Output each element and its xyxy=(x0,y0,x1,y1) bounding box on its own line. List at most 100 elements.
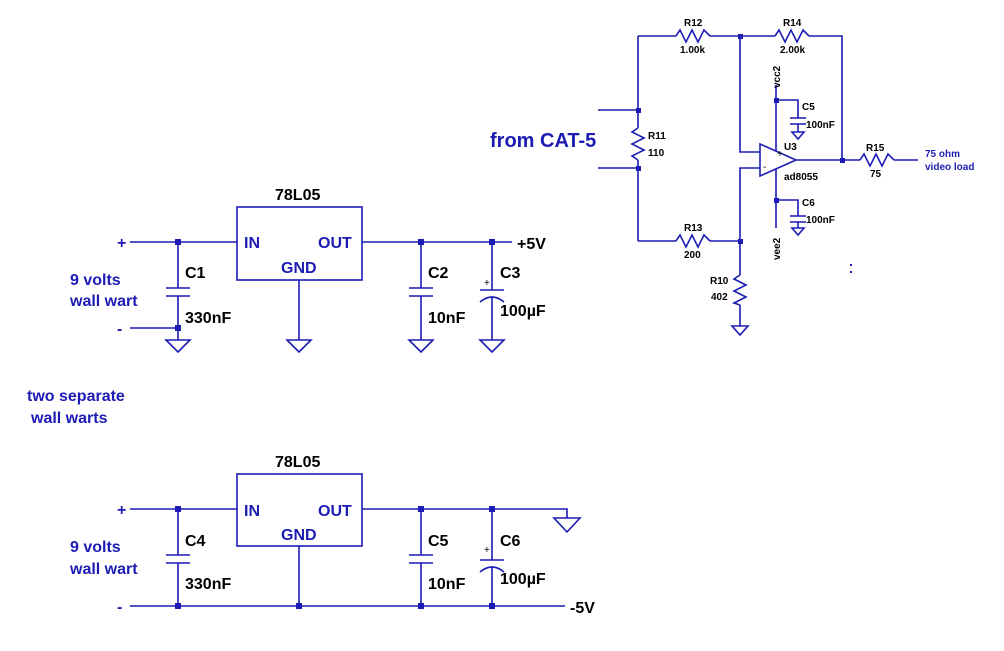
junction-dot xyxy=(738,239,743,244)
load-label: 75 ohm xyxy=(925,149,960,160)
resistor-r14 xyxy=(774,28,810,44)
capacitor-c2 xyxy=(409,287,433,297)
ground-symbol xyxy=(407,339,435,354)
c4-value: 330nF xyxy=(185,576,231,593)
junction-dot xyxy=(840,158,845,163)
pin-out-label: OUT xyxy=(318,235,352,252)
capacitor-c6 xyxy=(479,559,505,573)
resistor-r11 xyxy=(630,127,646,161)
resistor-r13 xyxy=(675,233,711,249)
junction-dot xyxy=(175,603,181,609)
stray-dot xyxy=(850,264,852,266)
junction-dot xyxy=(175,239,181,245)
r14-value: 2.00k xyxy=(780,45,805,56)
r13-value: 200 xyxy=(684,250,701,261)
wire xyxy=(362,508,568,518)
capacitor-c5-bypass xyxy=(790,117,806,125)
pin-out-label: OUT xyxy=(318,503,352,520)
r15-ref: R15 xyxy=(866,143,885,154)
r15-value: 75 xyxy=(870,169,882,180)
ground-symbol xyxy=(552,517,582,534)
load-label: video load xyxy=(925,162,974,173)
junction-dot xyxy=(774,198,779,203)
opamp-plus-input: + xyxy=(777,149,783,160)
wire xyxy=(739,167,760,241)
pin-gnd-label: GND xyxy=(281,527,317,544)
r11-ref: R11 xyxy=(648,131,666,142)
regulator-name: 78L05 xyxy=(275,454,320,471)
rail-label: +5V xyxy=(517,236,546,253)
regulator-78l05-top xyxy=(236,206,363,281)
c4-ref: C4 xyxy=(185,533,206,550)
u3-ref: U3 xyxy=(784,142,797,153)
plus-terminal: + xyxy=(117,235,126,252)
r14-ref: R14 xyxy=(783,18,802,29)
r12-value: 1.00k xyxy=(680,45,705,56)
source-label: 9 volts xyxy=(70,539,121,556)
wire xyxy=(776,99,799,216)
c2-value: 10nF xyxy=(428,310,466,327)
capacitor-c6-bypass xyxy=(790,215,806,223)
junction-dot xyxy=(774,98,779,103)
c5-bypass-ref: C5 xyxy=(802,102,815,113)
bottom-regulator-circuit: 78L05 IN OUT GND + - 9 volts wall wart C… xyxy=(69,454,595,617)
r11-value: 110 xyxy=(648,148,665,159)
rail-label: -5V xyxy=(570,600,595,617)
ground-symbol xyxy=(285,339,313,354)
c1-ref: C1 xyxy=(185,265,206,282)
capacitor-c3 xyxy=(479,289,505,303)
source-label: wall wart xyxy=(69,561,138,578)
c5-ref: C5 xyxy=(428,533,449,550)
c6-polarity: + xyxy=(484,545,490,556)
top-regulator-circuit: 78L05 IN OUT GND + - 9 volts wall wart C… xyxy=(69,187,546,354)
ground-symbol xyxy=(790,227,806,237)
junction-dot xyxy=(418,239,424,245)
opamp-u3 xyxy=(759,142,798,178)
c6-bypass-value: 100nF xyxy=(806,215,835,226)
capacitor-c1 xyxy=(166,287,190,297)
opamp-minus-input: - xyxy=(763,162,766,173)
c3-ref: C3 xyxy=(500,265,521,282)
c3-polarity: + xyxy=(484,278,490,289)
regulator-78l05-bottom xyxy=(236,473,363,547)
c5-bypass-value: 100nF xyxy=(806,120,835,131)
source-label: wall wart xyxy=(69,293,138,310)
vee-label: vee2 xyxy=(772,237,783,260)
plus-terminal: + xyxy=(117,502,126,519)
c5-value: 10nF xyxy=(428,576,466,593)
amplifier-circuit: from CAT-5 R11 110 R12 1.00k R14 2.00k R… xyxy=(490,18,974,337)
junction-dot xyxy=(489,506,495,512)
ground-symbol xyxy=(164,339,192,354)
wire xyxy=(598,109,638,169)
pin-in-label: IN xyxy=(244,235,260,252)
input-label: from CAT-5 xyxy=(490,130,596,152)
u3-part: ad8055 xyxy=(784,172,818,183)
minus-terminal: - xyxy=(117,599,122,616)
ground-symbol xyxy=(478,339,506,354)
c1-value: 330nF xyxy=(185,310,231,327)
c3-value: 100µF xyxy=(500,303,546,320)
capacitor-c4 xyxy=(166,554,190,564)
junction-dot xyxy=(418,506,424,512)
source-label: 9 volts xyxy=(70,272,121,289)
r10-ref: R10 xyxy=(710,276,729,287)
regulator-name: 78L05 xyxy=(275,187,320,204)
ground-symbol xyxy=(730,325,750,337)
note-label: wall warts xyxy=(30,410,108,427)
note-label: two separate xyxy=(27,388,125,405)
c6-value: 100µF xyxy=(500,571,546,588)
junction-dot xyxy=(296,603,302,609)
minus-terminal: - xyxy=(117,321,122,338)
pin-in-label: IN xyxy=(244,503,260,520)
junction-dot xyxy=(636,108,641,113)
pin-gnd-label: GND xyxy=(281,260,317,277)
resistor-r10 xyxy=(731,274,748,306)
ground-symbol xyxy=(790,131,806,141)
r12-ref: R12 xyxy=(684,18,703,29)
junction-dot xyxy=(489,603,495,609)
junction-dot xyxy=(489,239,495,245)
c6-bypass-ref: C6 xyxy=(802,198,815,209)
wire xyxy=(739,36,760,153)
junction-dot xyxy=(175,325,181,331)
